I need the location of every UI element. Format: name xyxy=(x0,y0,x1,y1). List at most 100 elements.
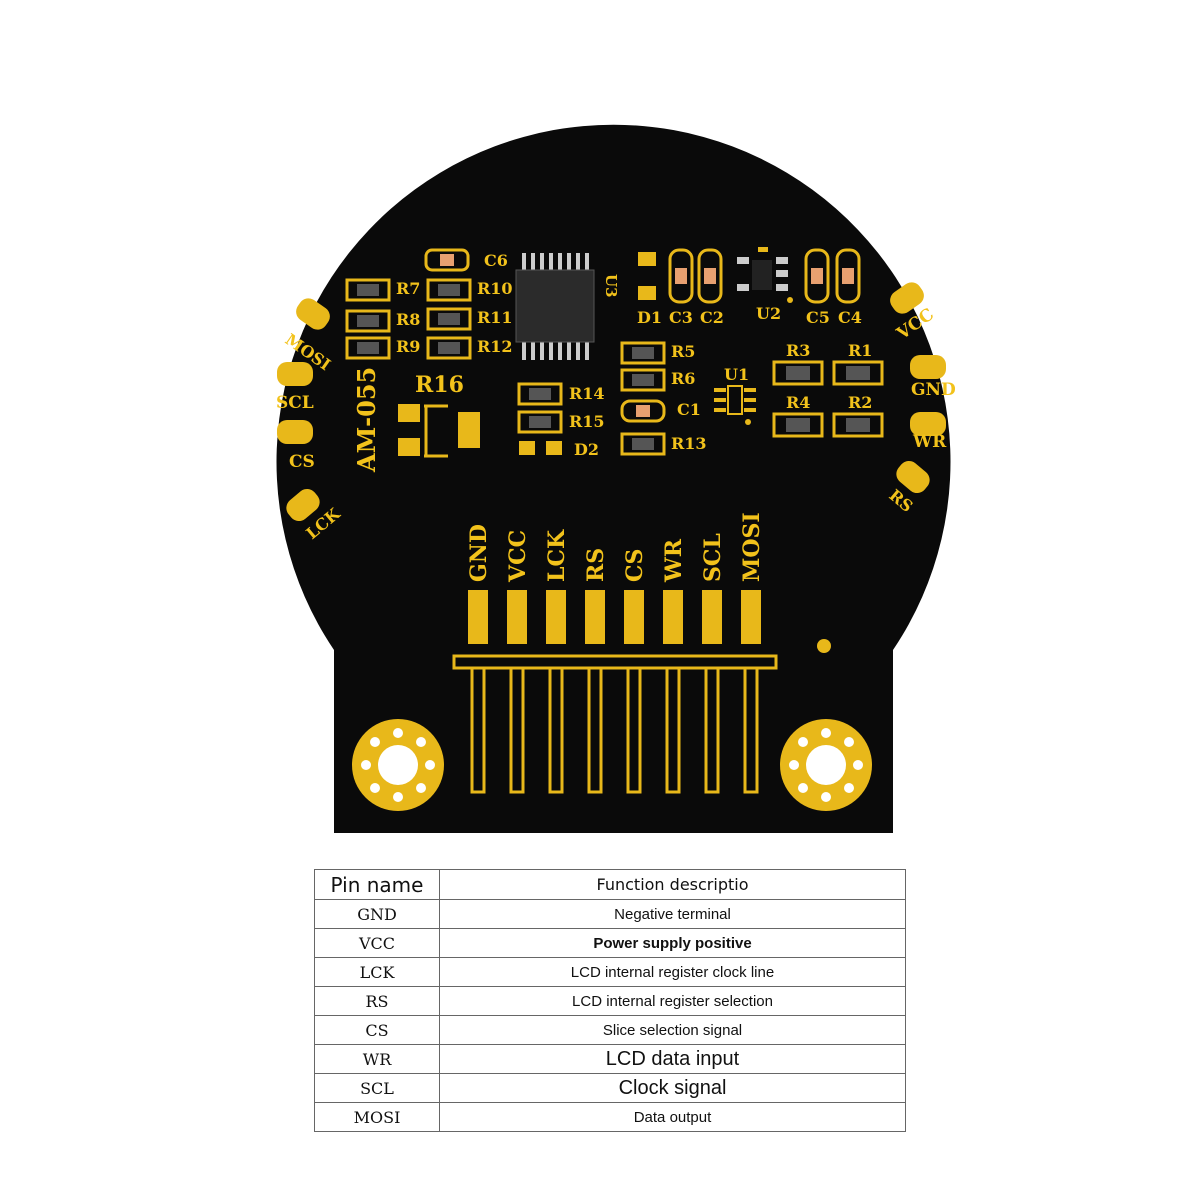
label-u2: U2 xyxy=(756,304,781,323)
label-c1: C1 xyxy=(677,400,701,419)
edge-pad xyxy=(286,488,320,522)
edge-label-wr: WR xyxy=(912,432,947,452)
resistor-r3 xyxy=(772,360,824,386)
edge-label-gnd: GND xyxy=(911,380,956,400)
header-pad xyxy=(663,590,683,644)
header-pad xyxy=(702,590,722,644)
pin-name-cell: WR xyxy=(314,1044,440,1074)
header-label-rs: RS xyxy=(583,548,609,582)
pin-function-cell: Negative terminal xyxy=(439,899,906,929)
label-d2: D2 xyxy=(574,440,599,459)
header-label-scl: SCL xyxy=(700,533,726,582)
header-label-gnd: GND xyxy=(466,524,492,582)
label-c4: C4 xyxy=(838,308,862,327)
resistor-r6 xyxy=(620,368,666,392)
edge-pad xyxy=(890,282,924,314)
pin-name-cell: LCK xyxy=(314,957,440,987)
diode-d1 xyxy=(638,252,656,266)
fiducial-dot xyxy=(817,639,831,653)
label-r11: R11 xyxy=(477,308,513,327)
pin-name-cell: VCC xyxy=(314,928,440,958)
label-u1: U1 xyxy=(724,365,749,384)
mounting-hole-right xyxy=(780,719,872,811)
header-label-mosi: MOSI xyxy=(739,512,765,582)
pin-function-cell: Power supply positive xyxy=(439,928,906,958)
header-bar xyxy=(452,654,778,670)
chip-u1 xyxy=(714,385,756,425)
pin-name-cell: SCL xyxy=(314,1073,440,1103)
chip-u3 xyxy=(515,253,595,360)
edge-pad xyxy=(910,355,946,379)
resistor-r16 xyxy=(398,404,480,458)
label-r7: R7 xyxy=(396,279,420,298)
capacitor-c3 xyxy=(668,248,694,304)
pin-function-cell: Data output xyxy=(439,1102,906,1132)
label-r13: R13 xyxy=(671,434,707,453)
mounting-hole-left xyxy=(352,719,444,811)
label-r16: R16 xyxy=(415,372,464,398)
label-c3: C3 xyxy=(669,308,693,327)
header-pad xyxy=(468,590,488,644)
edge-pad xyxy=(910,412,946,436)
header-pad xyxy=(624,590,644,644)
edge-pad xyxy=(296,298,330,330)
label-r4: R4 xyxy=(786,393,810,412)
label-r6: R6 xyxy=(671,369,695,388)
resistor-r4 xyxy=(772,412,824,438)
pin-function-cell: Clock signal xyxy=(439,1073,906,1103)
pin-function-cell: LCD internal register selection xyxy=(439,986,906,1016)
capacitor-c4 xyxy=(835,248,861,304)
label-d1: D1 xyxy=(637,308,662,327)
capacitor-c5 xyxy=(804,248,830,304)
pin-name-cell: MOSI xyxy=(314,1102,440,1132)
edge-pad xyxy=(277,420,313,444)
header-label-wr: WR xyxy=(661,538,687,583)
label-r15: R15 xyxy=(569,412,605,431)
resistor-r15 xyxy=(517,410,563,434)
header-label-vcc: VCC xyxy=(505,530,531,583)
capacitor-c6 xyxy=(424,248,470,272)
label-r9: R9 xyxy=(396,337,420,356)
resistor-r14 xyxy=(517,382,563,406)
pin-function-cell: LCD data input xyxy=(439,1044,906,1074)
resistor-r2 xyxy=(832,412,884,438)
label-r12: R12 xyxy=(477,337,513,356)
label-r8: R8 xyxy=(396,310,420,329)
pin-name-cell: GND xyxy=(314,899,440,929)
label-r2: R2 xyxy=(848,393,872,412)
label-c6: C6 xyxy=(484,251,508,270)
header-pad xyxy=(741,590,761,644)
label-r1: R1 xyxy=(848,341,872,360)
edge-label-scl: SCL xyxy=(276,393,314,413)
resistor-r1 xyxy=(832,360,884,386)
header-pad xyxy=(546,590,566,644)
header-label-cs: CS xyxy=(622,549,648,582)
resistor-r13 xyxy=(620,432,666,456)
label-u3: U3 xyxy=(602,274,620,298)
label-c2: C2 xyxy=(700,308,724,327)
header-function: Function descriptio xyxy=(439,869,906,900)
header-pad xyxy=(507,590,527,644)
pin-function-cell: Slice selection signal xyxy=(439,1015,906,1045)
edge-pad xyxy=(277,362,313,386)
diode-d2 xyxy=(519,441,535,455)
capacitor-c2 xyxy=(697,248,723,304)
label-c5: C5 xyxy=(806,308,830,327)
header-pad xyxy=(585,590,605,644)
label-r3: R3 xyxy=(786,341,810,360)
chip-u2 xyxy=(737,247,793,303)
edge-pad xyxy=(896,460,930,494)
header-pin-name: Pin name xyxy=(314,869,440,900)
label-r5: R5 xyxy=(671,342,695,361)
label-r14: R14 xyxy=(569,384,605,403)
pcb-board: VCC GND WR RS MOSI SCL CS LCK AM-055 C6 … xyxy=(276,124,956,833)
